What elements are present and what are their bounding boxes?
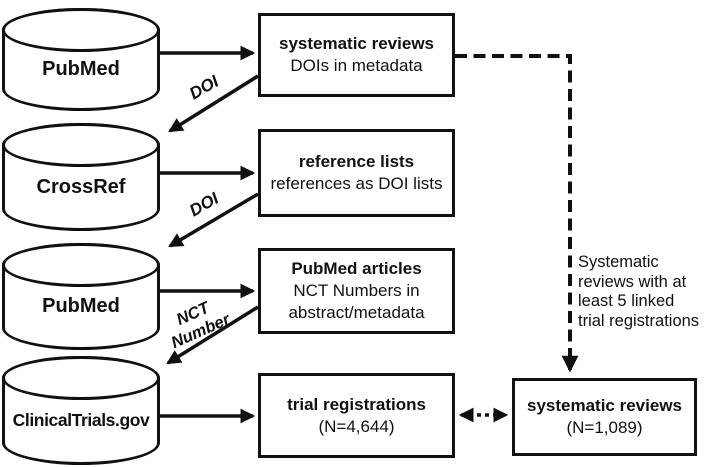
reference-lists-box: reference lists references as DOI lists — [258, 129, 455, 217]
crossref-cylinder: CrossRef — [2, 123, 160, 231]
box-title: systematic reviews — [527, 396, 682, 415]
filter-annotation-line: trial registrations — [578, 311, 700, 330]
box-subtitle: references as DOI lists — [270, 174, 443, 193]
doi-arrow-2 — [168, 192, 259, 248]
pubmed-articles-box: PubMed articles NCT Numbers in abstract/… — [258, 248, 455, 334]
cylinder-label: ClinicalTrials.gov — [12, 410, 150, 430]
filter-dashed-connector — [455, 54, 579, 373]
cylinder-label: PubMed — [42, 58, 120, 80]
filter-annotation-line: reviews with at — [578, 272, 687, 291]
filter-annotation-line: least 5 linked — [578, 292, 675, 310]
box-subtitle: (N=1,089) — [566, 418, 643, 437]
nct-number-arrow — [166, 305, 259, 365]
clinicaltrials-cylinder: ClinicalTrials.gov — [2, 356, 160, 465]
box-subtitle: NCT Numbers in — [293, 281, 420, 300]
pubmed-cylinder-top: PubMed — [2, 8, 160, 111]
systematic-reviews-filtered-box: systematic reviews (N=1,089) — [512, 378, 697, 456]
doi-arrow-1 — [168, 74, 259, 133]
cylinder-label: CrossRef — [36, 175, 126, 198]
cylinder-top-ellipse — [2, 123, 160, 167]
filter-annotation-line: Systematic — [578, 253, 659, 271]
box-subtitle: DOIs in metadata — [290, 56, 423, 75]
filter-annotation: Systematic reviews with at least 5 linke… — [578, 253, 699, 331]
cylinder-top-ellipse — [2, 243, 160, 287]
box-title: reference lists — [298, 152, 415, 171]
cylinder-top-ellipse — [2, 8, 160, 52]
trial-registrations-box: trial registrations (N=4,644) — [258, 373, 455, 458]
cylinder-top-ellipse — [2, 356, 160, 400]
box-subtitle: abstract/metadata — [288, 303, 425, 322]
box-title: trial registrations — [287, 394, 426, 414]
cylinder-label: PubMed — [42, 295, 120, 317]
systematic-reviews-box: systematic reviews DOIs in metadata — [258, 13, 455, 97]
box-subtitle: (N=4,644) — [318, 416, 395, 436]
box-title: systematic reviews — [279, 34, 434, 53]
pubmed-cylinder-mid: PubMed — [2, 243, 160, 350]
box-title: PubMed articles — [291, 259, 422, 278]
